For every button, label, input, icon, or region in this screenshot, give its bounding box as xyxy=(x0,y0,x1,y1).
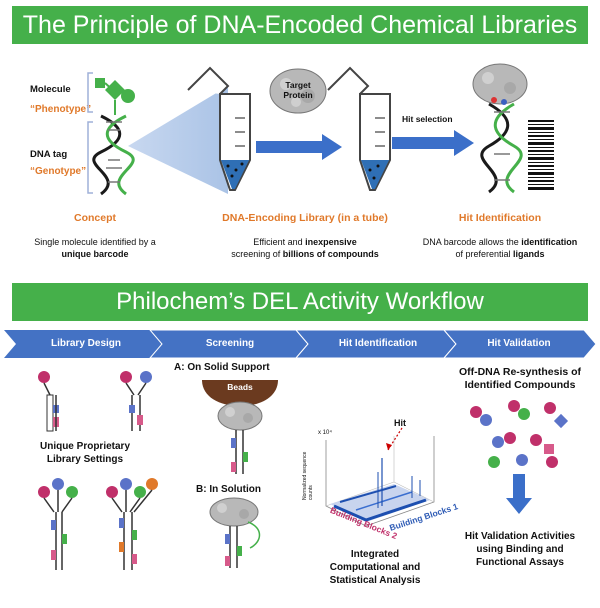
validation-title-2: Identified Compounds xyxy=(464,379,576,391)
tube-2-icon xyxy=(327,66,391,191)
workflow-banner-title: Philochem’s DEL Activity Workflow xyxy=(12,283,588,321)
hit-id-caption-1: Integrated xyxy=(350,549,400,560)
concept-text-1: Single molecule identified by a xyxy=(34,237,156,247)
top-banner-title: The Principle of DNA-Encoded Chemical Li… xyxy=(12,6,588,44)
barcode-icon xyxy=(528,120,554,190)
dna-tag-label: DNA tag xyxy=(30,149,68,160)
target-protein-label: Target Protein xyxy=(283,80,313,100)
solution-label: B: In Solution xyxy=(196,484,261,495)
plot-exponent-label: x 10⁴ xyxy=(318,430,332,436)
library-construct-top-icon xyxy=(38,371,152,432)
hit-label: Hit xyxy=(394,418,406,428)
screening-solid-construct-icon xyxy=(217,401,263,474)
hit-text-1: DNA barcode allows the identification xyxy=(422,237,578,247)
resynthesized-compounds-icon xyxy=(470,400,569,468)
library-title: DNA-Encoding Library (in a tube) xyxy=(222,212,388,224)
step-hit-validation: Hit Validation xyxy=(487,338,551,349)
step-screening: Screening xyxy=(205,338,255,349)
concept-title: Concept xyxy=(74,212,116,224)
concept-molecule-icon xyxy=(95,78,135,115)
concept-text-2: unique barcode xyxy=(61,249,129,259)
validation-caption-2: using Binding and xyxy=(476,544,564,555)
hit-protein-icon xyxy=(472,63,528,105)
plot-ylabel: Normalized sequence counts xyxy=(302,451,314,500)
screening-solution-construct-icon xyxy=(209,497,261,568)
validation-title-1: Off-DNA Re-synthesis of xyxy=(458,366,582,378)
step-hit-identification: Hit Identification xyxy=(338,338,418,349)
dna-helix-icon xyxy=(92,114,135,196)
library-text-2: screening of billions of compounds xyxy=(231,249,379,259)
hit-id-caption-2: Computational and xyxy=(329,562,421,573)
arrow-1-icon xyxy=(256,134,342,160)
step-library-design: Library Design xyxy=(50,338,122,349)
beads-label: Beads xyxy=(227,382,253,392)
tube-1-icon xyxy=(187,66,251,191)
workflow-chevrons xyxy=(4,329,597,359)
projection-wedge xyxy=(128,86,228,194)
hit-id-title: Hit Identification xyxy=(458,212,542,224)
target-protein-icon xyxy=(269,68,327,114)
genotype-label: “Genotype” xyxy=(30,166,87,177)
library-caption-2: Library Settings xyxy=(46,454,124,465)
validation-caption-3: Functional Assays xyxy=(476,557,564,568)
library-construct-bottom-icon xyxy=(38,478,158,570)
solid-support-label: A: On Solid Support xyxy=(174,362,270,373)
phenotype-label: “Phenotype” xyxy=(30,104,92,115)
hit-dna-icon xyxy=(480,102,523,194)
validation-caption-1: Hit Validation Activities xyxy=(464,531,576,542)
hit-arrow-icon xyxy=(386,427,403,451)
molecule-label: Molecule xyxy=(30,84,71,95)
beads-icon xyxy=(202,380,278,406)
hit-3d-plot xyxy=(325,436,435,527)
hit-text-2: of preferential ligands xyxy=(455,249,545,259)
hit-selection-label: Hit selection xyxy=(402,114,453,124)
library-caption-1: Unique Proprietary xyxy=(39,441,131,452)
library-text-1: Efficient and inexpensive xyxy=(253,237,357,247)
hit-id-caption-3: Statistical Analysis xyxy=(329,575,421,586)
validation-down-arrow-icon xyxy=(506,474,532,514)
arrow-2-icon xyxy=(392,130,474,156)
